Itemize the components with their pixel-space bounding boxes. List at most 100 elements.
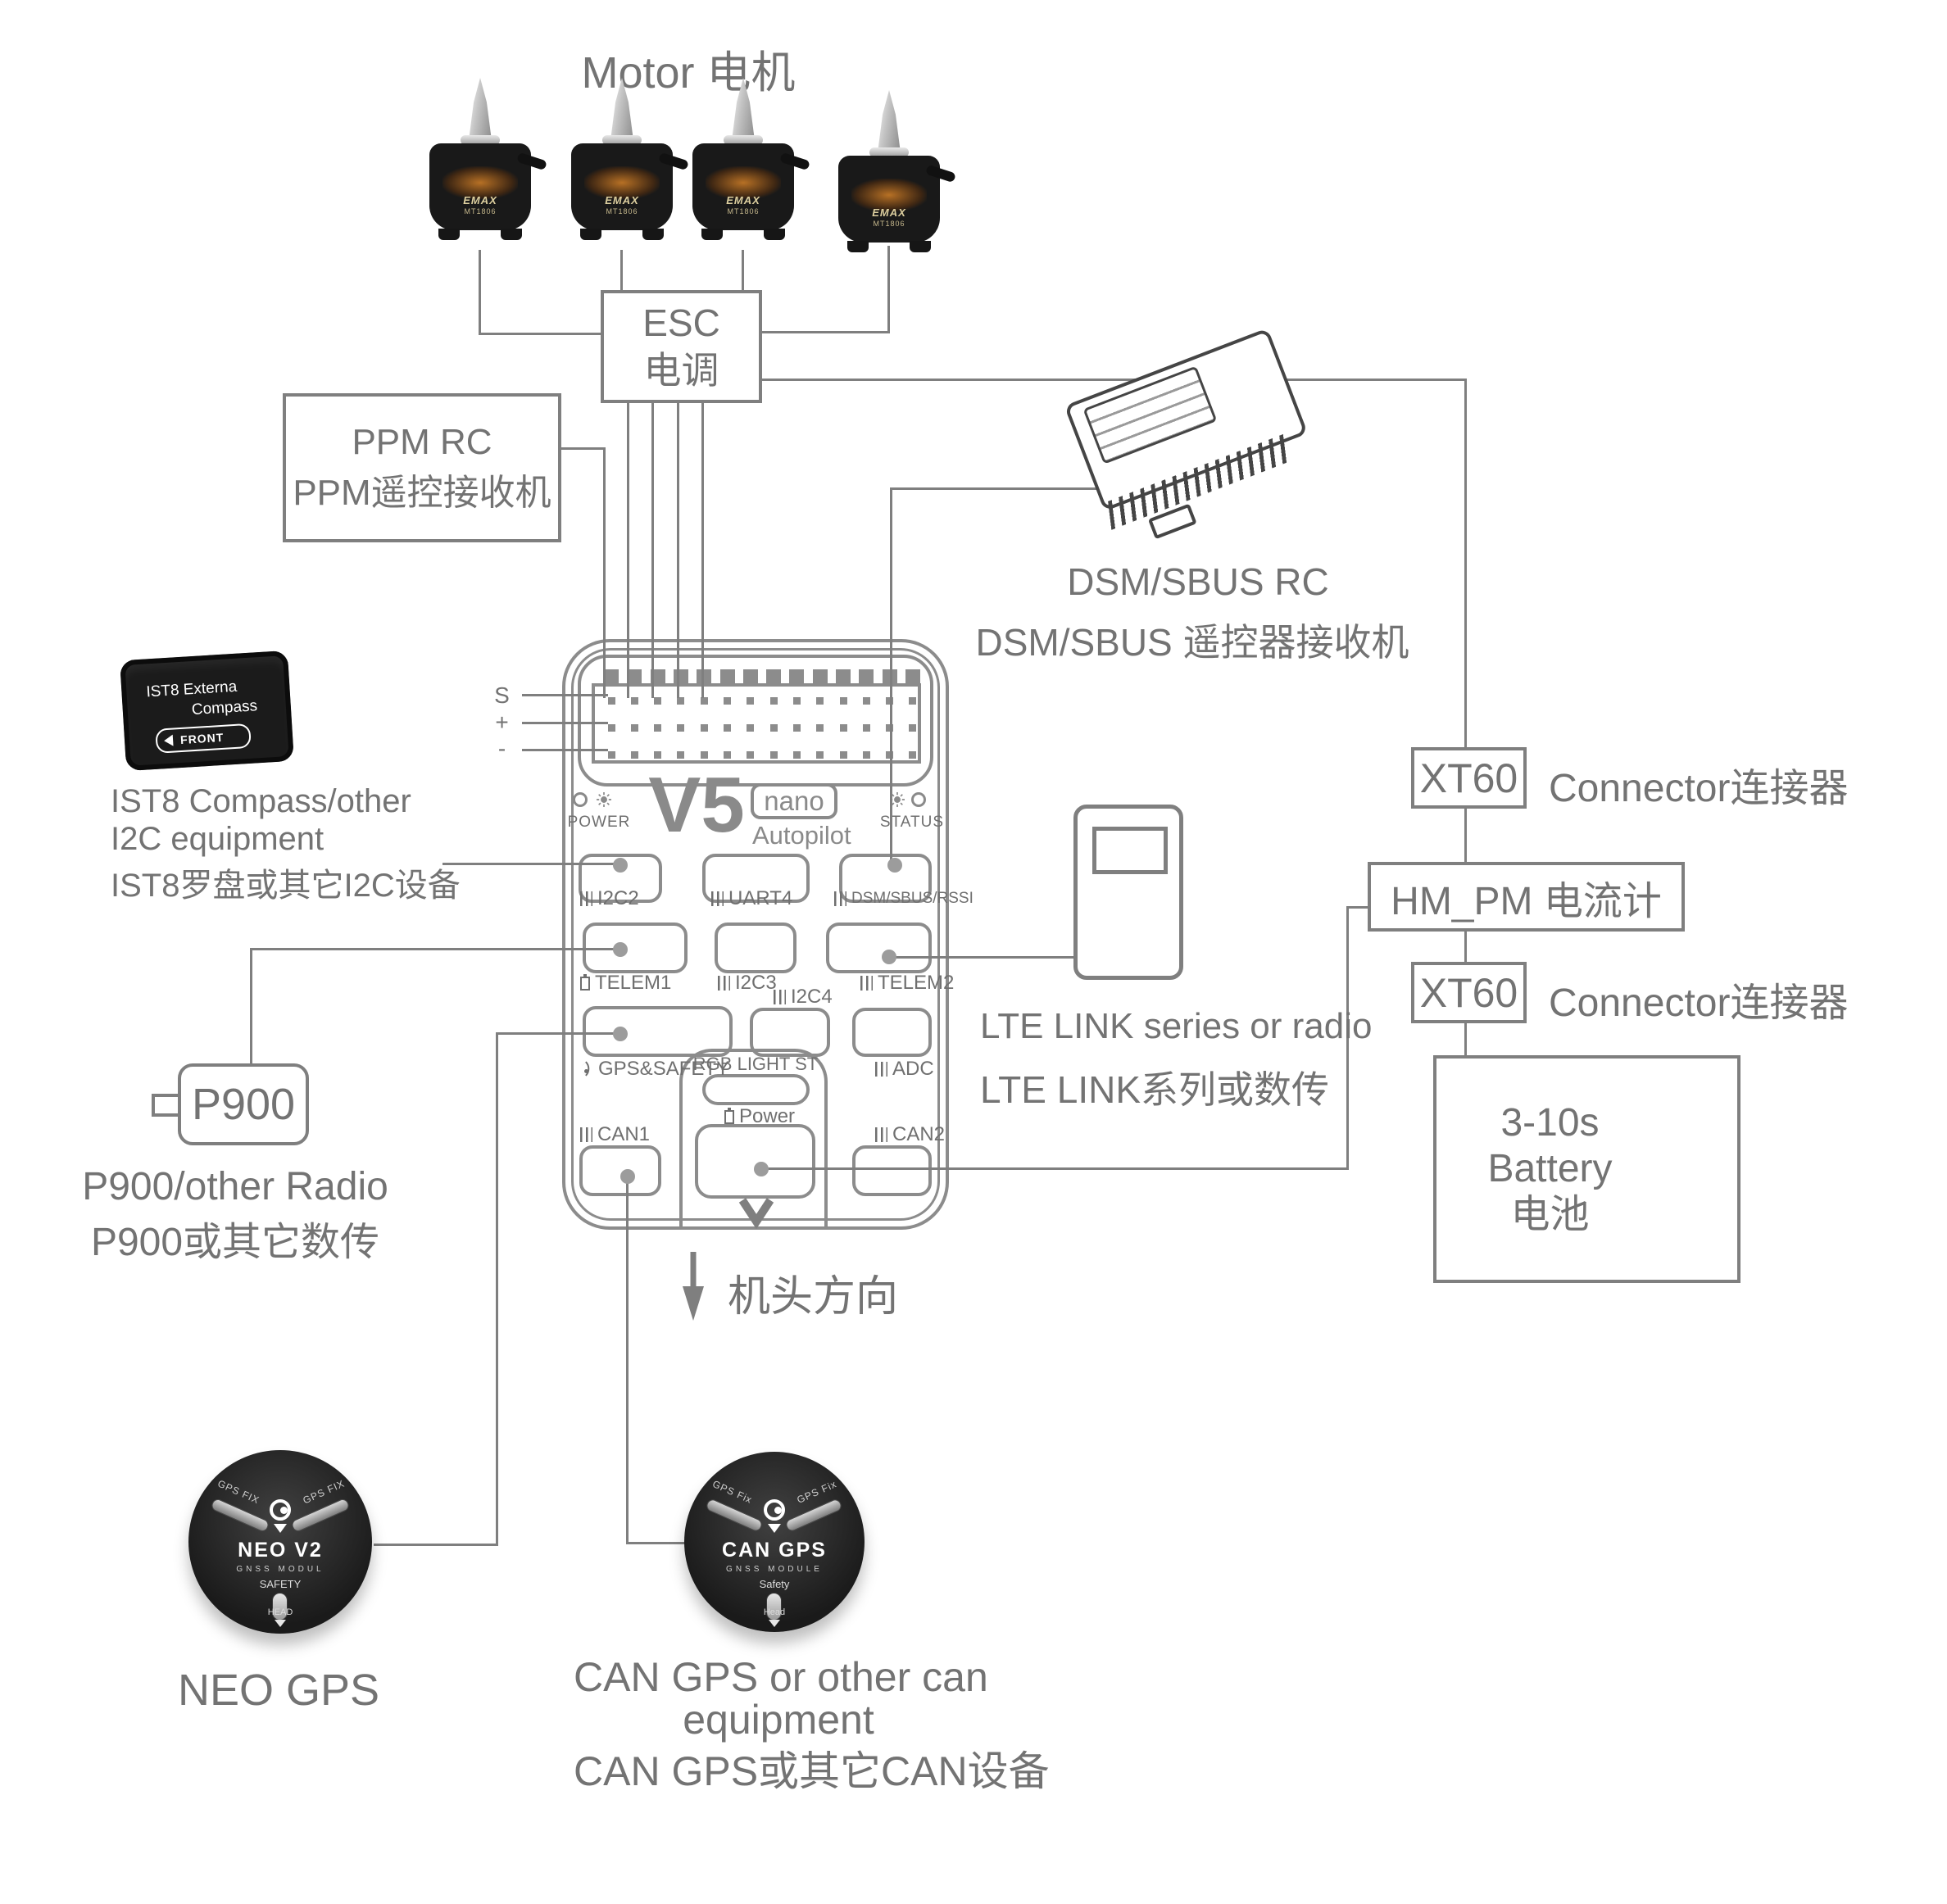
battery-label-3: 电池 — [1510, 1193, 1590, 1236]
rail-pin — [724, 696, 731, 705]
neo-gps-illustration: GPS FIX GPS FIX NEO V2 GNSS MODUL SAFETY… — [188, 1450, 372, 1634]
rail-tooth — [697, 669, 712, 683]
ppm-label: PPM RC — [352, 422, 492, 462]
port-uart4 — [702, 854, 810, 903]
compass-device-label: IST8 Externa — [145, 678, 238, 701]
label-uart4: UART4 — [711, 887, 792, 910]
rail-pin — [724, 750, 731, 759]
motor-foot — [642, 229, 664, 240]
wire-esc-out3 — [677, 403, 679, 698]
wire-ppm — [603, 447, 606, 698]
heading-label: 机头方向 — [728, 1273, 899, 1321]
wire-motor1 — [479, 333, 601, 335]
lte-screen — [1092, 827, 1168, 874]
rail-pin — [677, 750, 685, 759]
sliders-icon — [834, 891, 846, 906]
front-label: FRONT — [179, 730, 225, 747]
port-can1 — [579, 1145, 661, 1196]
port-dot-dsm — [887, 858, 902, 873]
port-i2c2 — [579, 854, 662, 903]
motor-foot — [501, 229, 522, 240]
sliders-icon — [860, 976, 873, 991]
wire-rail-plus — [522, 722, 608, 724]
motors-title: Motor 电机 — [581, 48, 796, 97]
battery-label-2: Battery — [1487, 1147, 1613, 1190]
ist8-compass-illustration: IST8 Externa Compass FRONT — [120, 650, 294, 772]
dsm-caption: DSM/SBUS RC — [1067, 560, 1329, 603]
brand-logo-icon — [280, 1507, 288, 1514]
rail-pin — [700, 750, 708, 759]
sliders-icon — [711, 891, 724, 906]
wire-esc-to-xt60 — [760, 379, 1467, 381]
wire-gps-neo — [496, 1032, 622, 1035]
wire-gps-neo — [496, 1032, 498, 1546]
label-adc: ADC — [875, 1058, 934, 1081]
brand-logo-icon — [274, 1524, 287, 1533]
wire-xt60-to-hmpm — [1464, 807, 1467, 864]
wire-esc-to-xt60 — [1464, 379, 1467, 749]
rail-pin — [886, 723, 894, 732]
power-led-icon — [573, 792, 588, 807]
rail-tooth — [673, 669, 688, 683]
port-rgb-light — [702, 1074, 810, 1105]
wire-rail-s — [522, 694, 608, 696]
board-sub-autopilot: Autopilot — [752, 821, 851, 850]
rail-pin — [816, 750, 824, 759]
wire-hmpm-to-xt60 — [1464, 930, 1467, 963]
lte-caption-2: LTE LINK系列或数传 — [980, 1068, 1329, 1111]
gps-fix-led — [705, 1498, 764, 1533]
label-gps-safety: GPS&SAFETY — [580, 1058, 729, 1081]
battery-icon — [724, 1107, 734, 1124]
p900-box: P900 — [178, 1063, 309, 1145]
sliders-icon — [875, 1062, 887, 1077]
power-led-label: POWER — [567, 814, 631, 831]
puck-sub: GNSS MODUL — [236, 1565, 324, 1574]
motor-foot — [438, 229, 460, 240]
rail-pin — [607, 750, 615, 759]
label-telem2: TELEM2 — [860, 972, 954, 995]
rail-pin — [769, 750, 778, 759]
esc-box: ESC 电调 — [601, 290, 762, 403]
rail-tooth — [766, 669, 782, 683]
puck-sub: GNSS MODULE — [726, 1565, 823, 1574]
gps-fix-led — [784, 1498, 843, 1533]
wire-telem2-lte — [889, 956, 1076, 959]
xt60-bottom-label: XT60 — [1419, 969, 1518, 1016]
rail-pin — [816, 723, 824, 732]
rail-pin — [769, 723, 778, 732]
rail-pin — [839, 696, 847, 705]
hmpm-label: HM_PM 电流计 — [1391, 879, 1662, 923]
port-can2 — [852, 1145, 932, 1196]
rail-pin — [700, 696, 708, 705]
puck-head-label: Head — [763, 1607, 786, 1617]
sliders-icon — [718, 976, 730, 991]
p900-tab — [152, 1094, 181, 1117]
heading-arrow-icon — [683, 1252, 704, 1321]
brand-logo-icon — [768, 1524, 781, 1533]
wire-gps-neo — [374, 1544, 498, 1546]
xt60-top-box: XT60 — [1411, 747, 1527, 809]
neo-caption: NEO GPS — [177, 1666, 380, 1715]
port-i2c4 — [750, 1008, 830, 1057]
gps-fix-led — [290, 1497, 351, 1534]
xt60-top-label: XT60 — [1419, 755, 1518, 801]
rail-pin — [630, 696, 638, 705]
rail-pin — [839, 750, 847, 759]
wire-ppm — [561, 447, 606, 450]
rail-label-plus: + — [495, 709, 509, 735]
head-arrow-icon — [769, 1620, 780, 1627]
port-dot-can1 — [620, 1169, 635, 1184]
compass-device-label2: Compass — [191, 697, 258, 719]
rail-pin — [654, 696, 662, 705]
rail-pin — [654, 723, 662, 732]
port-dot-i2c2 — [613, 858, 628, 873]
lte-caption-1: LTE LINK series or radio — [980, 1006, 1373, 1046]
rail-pin — [630, 750, 638, 759]
wire-telem1-p900 — [250, 948, 622, 950]
wire-motor3 — [742, 250, 744, 291]
wire-rail-minus — [522, 749, 608, 751]
front-arrow-icon — [163, 734, 174, 747]
